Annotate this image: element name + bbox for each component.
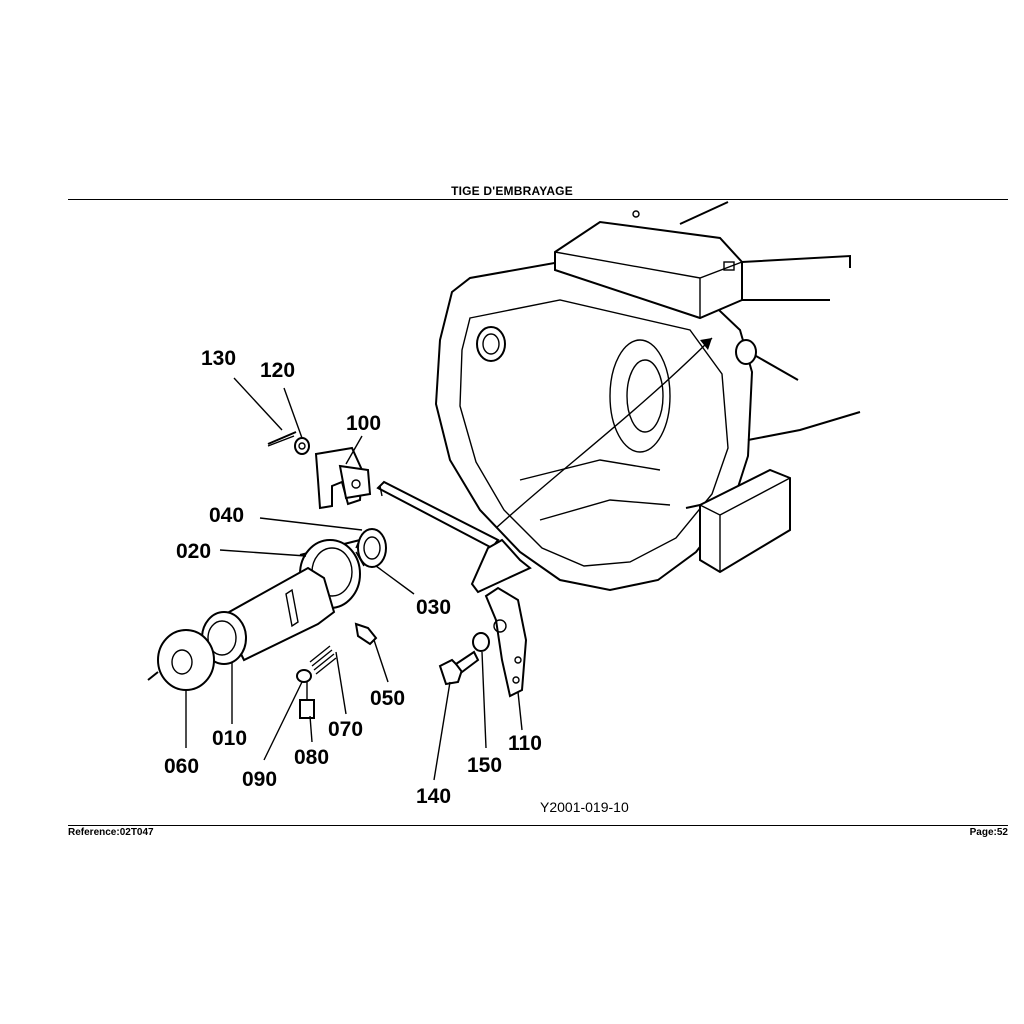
callout-060: 060 [164, 755, 199, 778]
page-title: TIGE D'EMBRAYAGE [451, 184, 573, 198]
callout-040: 040 [209, 504, 244, 527]
callout-100: 100 [346, 412, 381, 435]
callout-020: 020 [176, 540, 211, 563]
callout-070: 070 [328, 718, 363, 741]
grease-nipple [354, 622, 378, 646]
callout-010: 010 [212, 727, 247, 750]
callout-120: 120 [260, 359, 295, 382]
callout-050: 050 [370, 687, 405, 710]
leader-lines [185, 377, 523, 781]
callout-130: 130 [201, 347, 236, 370]
return-spring [309, 645, 337, 675]
split-pin [267, 431, 297, 447]
washer [294, 437, 310, 455]
callout-140: 140 [416, 785, 451, 808]
reference-label: Reference:02T047 [68, 827, 154, 838]
callout-080: 080 [294, 746, 329, 769]
callout-030: 030 [416, 596, 451, 619]
callout-110: 110 [508, 732, 542, 755]
callout-090: 090 [242, 768, 277, 791]
clutch-lever [470, 538, 532, 698]
hex-nut [472, 632, 490, 652]
header-divider [68, 199, 1008, 200]
footer-divider [68, 825, 1008, 826]
release-bearing [355, 528, 387, 568]
hub-ring [147, 629, 215, 691]
release-fork [314, 446, 372, 510]
callout-150: 150 [467, 754, 502, 777]
lock-nut [296, 669, 312, 683]
set-bolt [299, 682, 315, 719]
release-sleeve [201, 566, 336, 665]
page-number: Page:52 [969, 827, 1008, 838]
figure-reference: Y2001-019-10 [540, 799, 629, 815]
hex-bolt [438, 650, 480, 686]
clutch-housing [434, 201, 861, 592]
